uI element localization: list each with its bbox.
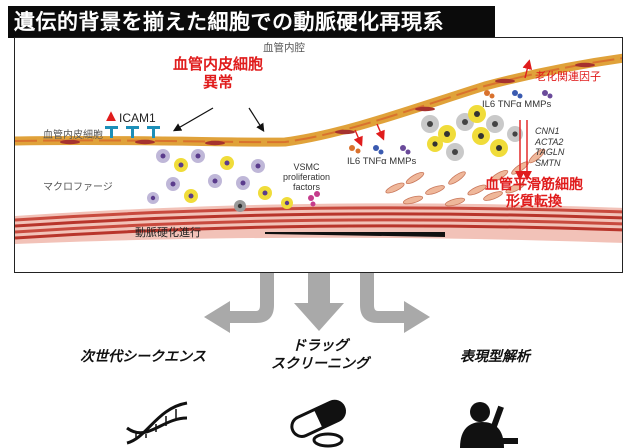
cytokine-il6: IL6 [482, 99, 496, 110]
signal-arrows [106, 59, 533, 181]
app-label-phenotype: 表現型解析 [460, 349, 530, 365]
aging-factor-label: 老化関連因子 [535, 71, 601, 83]
icam1-receptors [105, 126, 160, 138]
flow-arrows [204, 273, 430, 333]
cytokine-molecules [308, 90, 553, 207]
foam-cell-cluster [421, 105, 523, 161]
atherosclerosis-diagram: 血管内腔 血管内皮細胞 異常 ICAM1 血管内皮細胞 マクロファージ VSMC… [14, 37, 623, 273]
gene-acta2: ACTA2 [535, 136, 564, 147]
progression-label: 動脈硬化進行 [135, 227, 201, 239]
pill-capsule-icon [290, 399, 347, 448]
smooth-muscle-transition-label: 血管平滑筋細胞 形質転換 [485, 176, 583, 209]
gene-tagln: TAGLN [535, 147, 565, 157]
icam1-label: ICAM1 [119, 111, 156, 125]
gene-cnn1: CNN1 [535, 126, 560, 136]
gene-smtn: SMTN [535, 157, 561, 168]
cytokine-list-top: IL6 TNFα MMPs [482, 99, 551, 110]
microscope-researcher-icon [460, 402, 518, 448]
page-title: 遺伝的背景を揃えた細胞での動脈硬化再現系 [8, 6, 495, 38]
endothelial-cell-label: 血管内皮細胞 [43, 130, 103, 141]
smooth-muscle-gene-list: CNN1 ACTA2 TAGLN SMTN [535, 126, 564, 168]
vsmc-factors-label: VSMC proliferation factors [283, 162, 331, 192]
endothelial-layer [15, 53, 622, 147]
cytokine-mmps: MMPs [524, 99, 552, 110]
smooth-muscle-layer [15, 203, 622, 244]
cytokine-mmps: MMPs [389, 156, 417, 167]
macrophage-label: マクロファージ [43, 182, 113, 193]
cytokine-list-mid: IL6 TNFα MMPs [347, 156, 416, 167]
macrophage-cells [147, 149, 293, 212]
lumen-label: 血管内腔 [263, 42, 305, 54]
dna-helix-icon [126, 401, 188, 445]
progression-arrow [265, 232, 445, 237]
app-label-drug-screening: ドラッグ スクリーニング [271, 338, 369, 372]
cytokine-tnfa: TNFα [497, 99, 522, 110]
migrating-smooth-muscle-cells [385, 148, 546, 207]
cytokine-tnfa: TNFα [362, 156, 387, 167]
app-label-sequencing: 次世代シークエンス [80, 349, 206, 365]
callout-arrows [172, 107, 265, 133]
diagram-illustration [15, 53, 622, 244]
endothelial-abnormality-label: 血管内皮細胞 異常 [173, 56, 264, 91]
cytokine-il6: IL6 [347, 156, 361, 167]
